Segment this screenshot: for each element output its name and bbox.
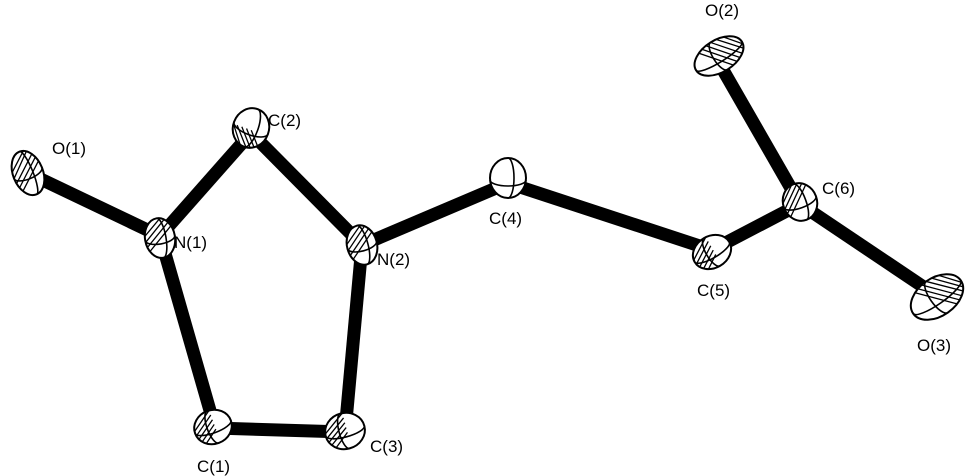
label-C3: C(3): [370, 437, 403, 456]
bond-C1-C3: [214, 421, 346, 439]
atom-labels: O(1) C(2) N(1) N(2) C(1) C(3) C(4) C(5) …: [52, 1, 951, 476]
atom-C5: [691, 233, 733, 275]
atom-C6: [781, 178, 819, 222]
atom-O2: [693, 35, 750, 77]
label-C1: C(1): [197, 457, 230, 476]
atom-O1: [10, 146, 46, 197]
atom-N1: [143, 216, 177, 259]
bond-N1-C1: [153, 234, 222, 430]
bond-C6-O2: [713, 59, 806, 208]
atom-C3: [324, 411, 366, 454]
bond-N1-C2: [155, 128, 256, 241]
atom-N2: [345, 222, 379, 266]
bond-O1-N1: [25, 167, 163, 242]
atom-C2: [231, 107, 271, 153]
label-O3: O(3): [917, 336, 951, 355]
label-N2: N(2): [377, 250, 410, 269]
label-C5: C(5): [697, 281, 730, 300]
atom-C1: [193, 408, 233, 450]
bond-N2-C4: [359, 177, 511, 251]
label-C4: C(4): [489, 209, 522, 228]
bond-C6-O3: [796, 198, 941, 302]
atoms: [10, 35, 966, 454]
label-O1: O(1): [52, 139, 86, 158]
bond-C2-N2: [246, 128, 367, 250]
label-C6: C(6): [822, 179, 855, 198]
atom-O3: [909, 273, 966, 321]
label-C2: C(2): [268, 111, 301, 130]
bond-C3-N2: [338, 244, 369, 433]
atom-C4: [489, 157, 527, 199]
bond-C4-C5: [505, 176, 715, 257]
label-N1: N(1): [174, 233, 207, 252]
label-O2: O(2): [705, 1, 739, 20]
bonds: [25, 59, 941, 439]
